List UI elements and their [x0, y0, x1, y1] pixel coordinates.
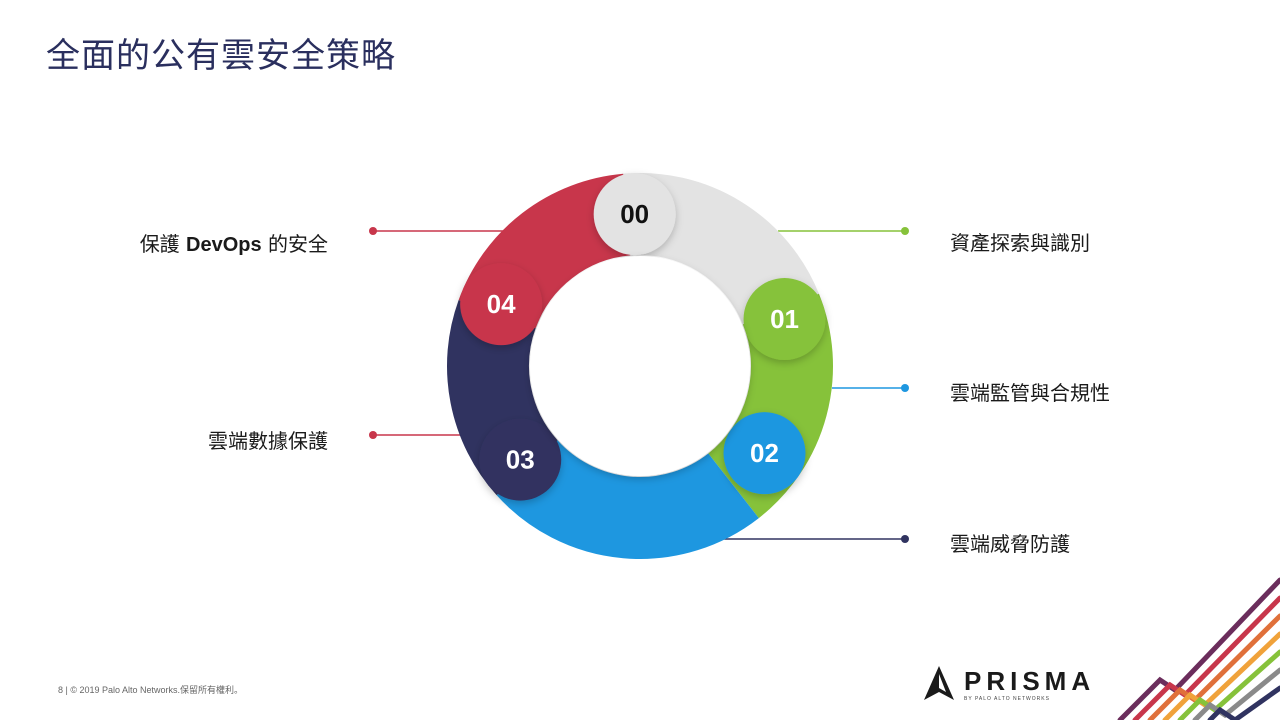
prisma-logo: PRISMA BY PALO ALTO NETWORKS — [922, 664, 1122, 708]
label-devops-suffix: 的安全 — [268, 232, 328, 256]
segment-number-02: 02 — [750, 438, 779, 468]
decorative-stripes — [1117, 577, 1280, 720]
prisma-logo-text: PRISMA — [964, 666, 1096, 696]
segment-cap-circle-00 — [593, 173, 676, 256]
segment-caps: 00 01 02 03 04 — [460, 173, 826, 501]
prisma-logo-icon — [924, 666, 954, 700]
donut-center — [530, 256, 750, 476]
segment-number-04: 04 — [487, 289, 516, 319]
label-devops-prefix: 保護 — [139, 232, 180, 256]
label-data-protection: 雲端數據保護 — [208, 429, 328, 453]
segment-number-00: 00 — [620, 199, 649, 229]
label-compliance: 雲端監管與合規性 — [950, 381, 1110, 405]
connector-dot-data-protection — [369, 431, 377, 439]
label-devops-bold: DevOps — [186, 234, 262, 256]
segment-cap-00: 00 — [593, 173, 676, 256]
segment-cap-03: 03 — [479, 418, 562, 501]
segment-cap-02: 02 — [723, 412, 806, 495]
segment-cap-circle-02 — [723, 412, 806, 495]
connector-dot-compliance — [901, 384, 909, 392]
label-asset-discovery: 資產探索與識別 — [950, 231, 1090, 255]
connectors — [369, 227, 909, 543]
segment-arc-02 — [496, 439, 759, 559]
segment-cap-circle-03 — [479, 418, 562, 501]
segment-cap-circle-04 — [460, 263, 543, 346]
segment-number-03: 03 — [506, 445, 535, 475]
prisma-logo-tagline: BY PALO ALTO NETWORKS — [964, 696, 1050, 702]
label-threat-protection: 雲端威脅防護 — [950, 532, 1070, 556]
segment-cap-circle-01 — [743, 278, 826, 361]
connector-dot-asset-discovery — [901, 227, 909, 235]
label-devops: 保護 DevOps 的安全 — [68, 228, 328, 257]
connector-dot-devops — [369, 227, 377, 235]
connector-dot-threat-protection — [901, 535, 909, 543]
segment-number-01: 01 — [770, 304, 799, 334]
footer-copyright: 8 | © 2019 Palo Alto Networks.保留所有權利。 — [58, 685, 244, 695]
segment-cap-01: 01 — [743, 278, 826, 361]
segment-cap-04: 04 — [460, 263, 543, 346]
slide-title: 全面的公有雲安全策略 — [46, 36, 396, 76]
